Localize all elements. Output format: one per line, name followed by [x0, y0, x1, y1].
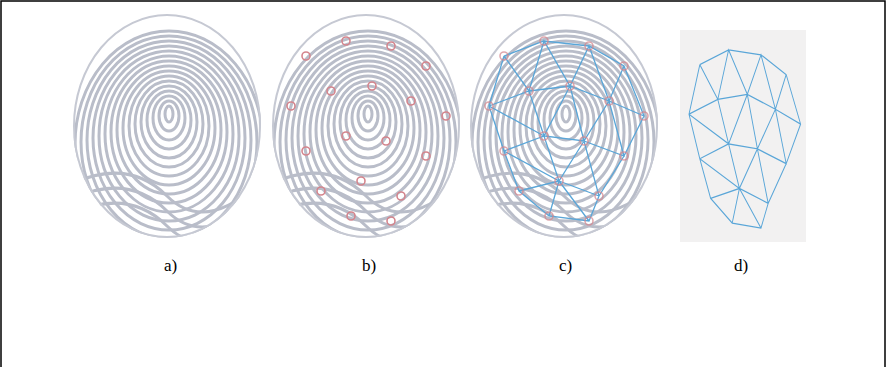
panel-label: c)	[559, 256, 572, 276]
minutiae-graph	[689, 50, 801, 228]
minutiae-points	[485, 37, 648, 225]
panel-label: a)	[164, 256, 177, 276]
panel-label: b)	[362, 256, 376, 276]
minutiae-points	[287, 37, 450, 225]
template-background	[680, 30, 806, 242]
panel-label: d)	[734, 256, 748, 276]
fingerprint	[67, 15, 267, 257]
fingerprint	[464, 15, 664, 257]
fingerprint	[266, 15, 466, 257]
